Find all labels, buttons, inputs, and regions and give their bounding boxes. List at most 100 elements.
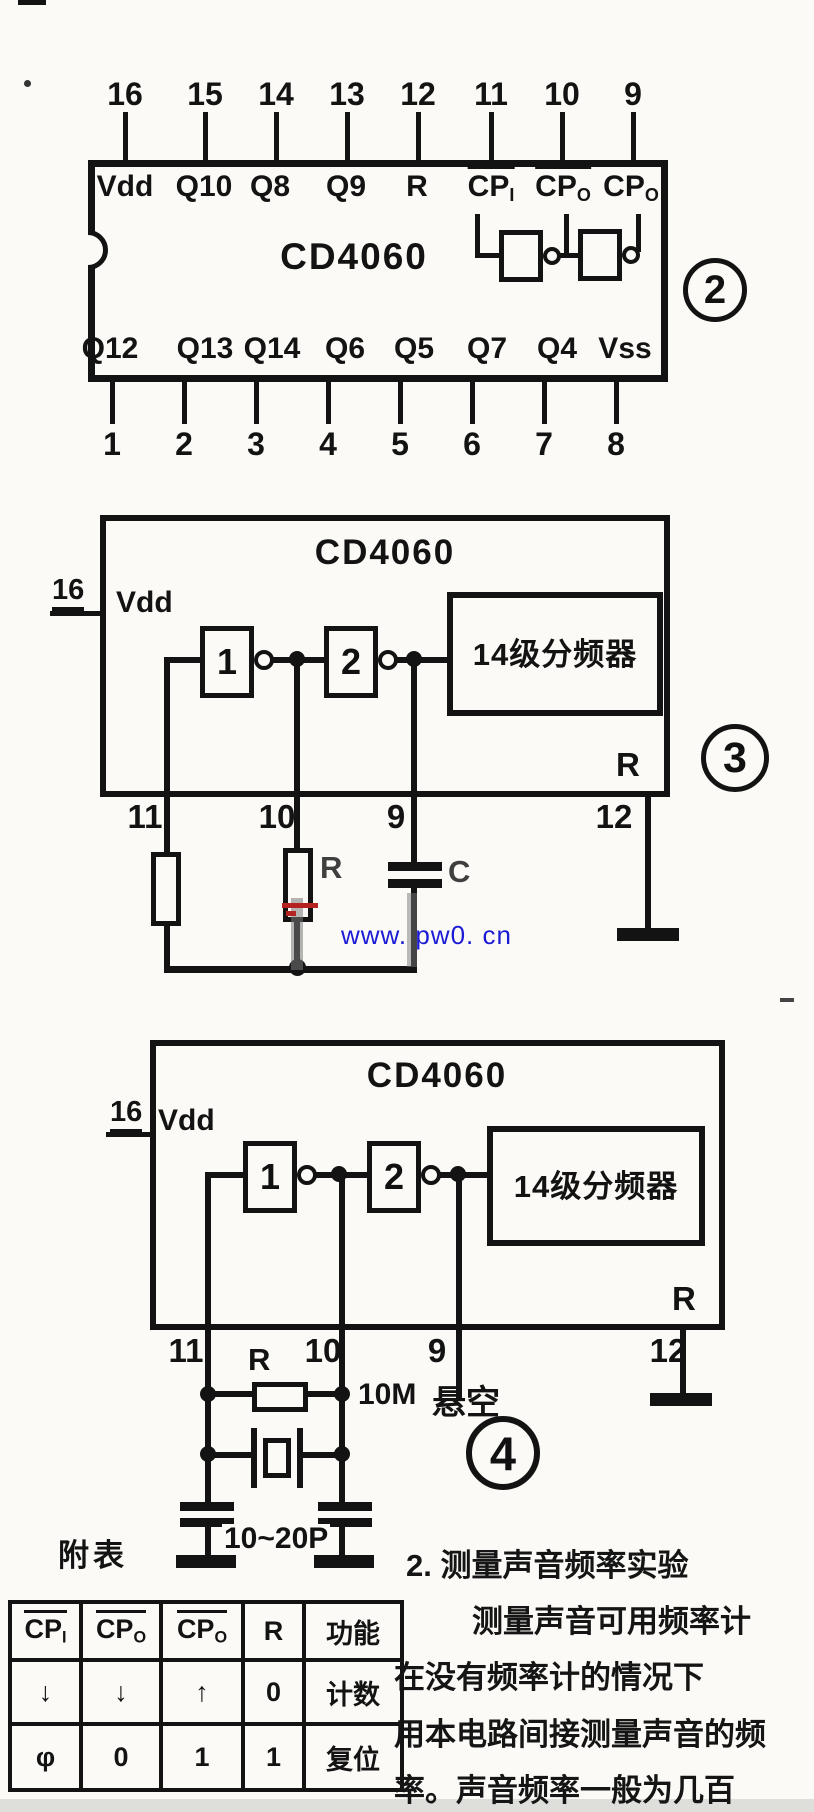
pin-number: 14 bbox=[258, 76, 294, 112]
cell: 0 bbox=[79, 1722, 163, 1792]
figure-badge-4: 4 bbox=[466, 1416, 540, 1490]
pin-number-10: 10 bbox=[258, 798, 296, 835]
pin-label: Q4 bbox=[536, 332, 578, 365]
junction-dot bbox=[200, 1386, 216, 1402]
pin-number-9: 9 bbox=[386, 798, 406, 835]
pin-lead bbox=[631, 112, 636, 162]
pin-number: 8 bbox=[607, 426, 625, 462]
capacitor-plate bbox=[318, 1502, 372, 1511]
watermark-red-mark bbox=[286, 911, 296, 916]
divider-label: 14级分频器 bbox=[472, 636, 638, 672]
body-text-line: 在没有频率计的情况下 bbox=[394, 1660, 704, 1695]
pin-lead bbox=[470, 382, 475, 424]
truth-table: CPI CPO CPO R 功能 ↓ ↓ ↑ 0 计数 φ 0 1 1 复位 bbox=[8, 1600, 404, 1792]
vdd-label: Vdd bbox=[116, 586, 173, 619]
wire bbox=[205, 1172, 247, 1178]
wire bbox=[164, 926, 170, 970]
chip-name: CD4060 bbox=[314, 533, 456, 572]
capacitor-plate bbox=[180, 1502, 234, 1511]
capacitor-plate bbox=[318, 1518, 372, 1527]
scan-artifact bbox=[780, 998, 794, 1002]
pin-label-cpo: CPO bbox=[603, 170, 659, 206]
ground-symbol bbox=[650, 1393, 712, 1406]
wire bbox=[411, 663, 417, 797]
table-row: ↓ ↓ ↑ 0 计数 bbox=[8, 1658, 404, 1726]
ic-outline bbox=[150, 1040, 725, 1330]
capacitor-plate bbox=[180, 1518, 234, 1527]
wire bbox=[50, 611, 100, 616]
cell: 计数 bbox=[302, 1658, 404, 1726]
resistor-symbol bbox=[252, 1382, 308, 1412]
junction-dot bbox=[450, 1166, 466, 1182]
pin-number: 9 bbox=[624, 76, 642, 112]
wire bbox=[680, 1330, 686, 1395]
capacitor-plate bbox=[388, 862, 442, 871]
body-text-line: 测量声音可用频率计 bbox=[472, 1604, 751, 1639]
pin-number-16: 16 bbox=[110, 1098, 143, 1133]
watermark-smudge bbox=[407, 893, 417, 967]
cell: 1 bbox=[241, 1722, 306, 1792]
pin-number-11: 11 bbox=[168, 1332, 204, 1369]
capacitor-value: 10~20P bbox=[222, 1522, 331, 1555]
scan-edge-strip bbox=[0, 1799, 814, 1812]
watermark-red-mark bbox=[282, 903, 318, 908]
wire bbox=[475, 253, 503, 258]
wire bbox=[339, 1178, 345, 1510]
pin-lead bbox=[123, 112, 128, 162]
inverter-2: 2 bbox=[367, 1141, 421, 1213]
pin-label: Q8 bbox=[249, 170, 291, 203]
crystal-plate bbox=[251, 1428, 257, 1488]
watermark-url: www. pw0. cn bbox=[341, 920, 512, 950]
inverter-bubble bbox=[378, 650, 398, 670]
crystal-symbol bbox=[263, 1438, 291, 1478]
pin-label-cpi: CPI bbox=[467, 166, 515, 204]
wire bbox=[564, 214, 569, 256]
pin-lead bbox=[398, 382, 403, 424]
divider-block: 14级分频器 bbox=[487, 1126, 705, 1246]
pin-number: 12 bbox=[400, 76, 436, 112]
inverter-bubble bbox=[297, 1165, 317, 1185]
pin-number-11: 11 bbox=[127, 798, 163, 835]
chip-name: CD4060 bbox=[366, 1056, 508, 1095]
pin-lead bbox=[614, 382, 619, 424]
pin-number-12: 12 bbox=[595, 798, 633, 835]
wire bbox=[205, 1172, 211, 1510]
pin-lead bbox=[345, 112, 350, 162]
table-row: φ 0 1 1 复位 bbox=[8, 1722, 404, 1792]
wire bbox=[205, 1527, 211, 1557]
junction-dot bbox=[406, 651, 422, 667]
pin-label: Q14 bbox=[243, 332, 301, 365]
resistor-label: R bbox=[320, 850, 343, 885]
pin-number-9: 9 bbox=[427, 1332, 447, 1369]
inverter-2: 2 bbox=[324, 626, 378, 698]
wire bbox=[475, 214, 480, 258]
reset-label: R bbox=[672, 1280, 696, 1317]
pin-lead bbox=[254, 382, 259, 424]
pin-lead bbox=[416, 112, 421, 162]
body-text-line: 率。声音频率一般为几百 bbox=[394, 1773, 735, 1808]
figure-badge-2: 2 bbox=[683, 258, 747, 322]
pin-number: 7 bbox=[535, 426, 553, 462]
wire bbox=[645, 797, 651, 930]
figure-badge-3: 3 bbox=[701, 724, 769, 792]
reset-label: R bbox=[616, 746, 640, 783]
wire bbox=[205, 1452, 251, 1458]
pin-number: 4 bbox=[319, 426, 337, 462]
pin-lead bbox=[203, 112, 208, 162]
pin-label: Vss bbox=[598, 332, 652, 365]
pin-label: Q10 bbox=[175, 170, 233, 203]
crystal-plate bbox=[297, 1428, 303, 1488]
body-text-block: 2. 测量声音频率实验 测量声音可用频率计 在没有频率计的情况下 用本电路间接测… bbox=[392, 1540, 814, 1812]
capacitor-label: C bbox=[448, 854, 471, 889]
pin-label: Q6 bbox=[324, 332, 366, 365]
ground-symbol bbox=[314, 1555, 374, 1568]
ic-body bbox=[88, 160, 668, 382]
wire bbox=[411, 797, 417, 862]
junction-dot bbox=[289, 651, 305, 667]
wire bbox=[164, 657, 170, 797]
wire bbox=[164, 797, 170, 852]
wire bbox=[339, 1527, 345, 1557]
pin-number: 15 bbox=[187, 76, 223, 112]
pin-label: Vdd bbox=[96, 170, 154, 203]
